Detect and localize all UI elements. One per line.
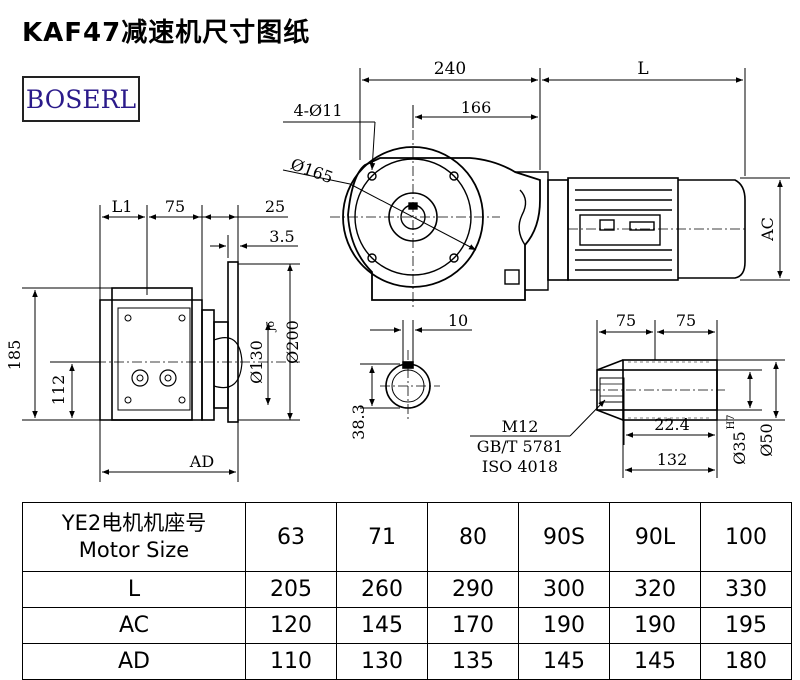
- dim-3-5: 3.5: [269, 227, 294, 246]
- dim-240: 240: [434, 59, 466, 79]
- dim-10: 10: [448, 311, 468, 330]
- size-cell: 90S: [518, 502, 610, 572]
- table-cell: 330: [700, 571, 792, 608]
- table-cell: 190: [609, 607, 701, 644]
- table-row: L 205 260 290 300 320 330: [22, 571, 792, 608]
- table-row: AD 110 130 135 145 145 180: [22, 643, 792, 680]
- table-cell: 120: [245, 607, 337, 644]
- note-m12: M12: [502, 417, 539, 436]
- hollow-shaft-section: [590, 359, 725, 421]
- dim-d200: Ø200: [283, 320, 302, 364]
- shaft-hole-detail: [380, 350, 440, 420]
- shaft-hole-dimensions: [360, 320, 472, 409]
- dim-j6: j6: [264, 321, 277, 333]
- table-cell: 145: [336, 607, 428, 644]
- dim-d50: Ø50: [757, 423, 776, 456]
- dim-ac: AC: [758, 217, 777, 242]
- brand-logo: BOSERL: [22, 76, 140, 122]
- dim-185: 185: [5, 340, 24, 371]
- table-cell: 205: [245, 571, 337, 608]
- table-cell: 180: [700, 643, 792, 680]
- table-cell: 145: [518, 643, 610, 680]
- front-view: [330, 130, 748, 310]
- dim-l-top: L: [637, 59, 648, 79]
- table-cell: 320: [609, 571, 701, 608]
- motor-size-table: YE2电机机座号 Motor Size 63 71 80 90S 90L 100…: [22, 502, 792, 680]
- dim-d165: Ø165: [288, 154, 336, 187]
- front-view-dimensions: [282, 68, 790, 281]
- dim-75-left: 75: [165, 197, 185, 216]
- size-cell: 80: [427, 502, 519, 572]
- dim-166: 166: [461, 98, 492, 117]
- table-cell: 145: [609, 643, 701, 680]
- table-cell: 135: [427, 643, 519, 680]
- header-label-en: Motor Size: [78, 538, 190, 562]
- dim-75-a: 75: [616, 311, 636, 330]
- note-gbt: GB/T 5781: [477, 437, 563, 456]
- dim-112: 112: [49, 375, 68, 406]
- row-label: AD: [22, 643, 246, 680]
- header-label-cell: YE2电机机座号 Motor Size: [22, 502, 246, 572]
- dim-25: 25: [265, 197, 285, 216]
- table-cell: 110: [245, 643, 337, 680]
- table-cell: 130: [336, 643, 428, 680]
- technical-drawing: 240 L 4-Ø11 166 Ø165 AC: [5, 59, 790, 482]
- side-view-dimensions: [22, 205, 300, 482]
- side-view: [60, 261, 300, 423]
- dim-d35: Ø35: [730, 431, 749, 464]
- size-cell: 90L: [609, 502, 701, 572]
- table-cell: 300: [518, 571, 610, 608]
- table-cell: 260: [336, 571, 428, 608]
- dim-h7: H7: [726, 414, 737, 429]
- table-cell: 190: [518, 607, 610, 644]
- size-cell: 100: [700, 502, 792, 572]
- table-cell: 170: [427, 607, 519, 644]
- size-cell: 71: [336, 502, 428, 572]
- table-cell: 195: [700, 607, 792, 644]
- table-cell: 290: [427, 571, 519, 608]
- row-label: AC: [22, 607, 246, 644]
- table-header-row: YE2电机机座号 Motor Size 63 71 80 90S 90L 100: [22, 502, 792, 572]
- dim-ad: AD: [189, 452, 214, 471]
- dim-132: 132: [657, 450, 688, 469]
- header-label-cn: YE2电机机座号: [61, 511, 207, 535]
- size-cell: 63: [245, 502, 337, 572]
- page-title: KAF47减速机尺寸图纸: [22, 18, 311, 48]
- note-iso: ISO 4018: [482, 457, 558, 476]
- dim-d130: Ø130: [247, 340, 266, 384]
- dim-22-4: 22.4: [654, 415, 690, 434]
- dim-75-b: 75: [676, 311, 696, 330]
- dim-bolt-holes: 4-Ø11: [293, 101, 342, 120]
- dim-l1: L1: [112, 197, 133, 216]
- row-label: L: [22, 571, 246, 608]
- dim-38-3: 38.3: [349, 404, 368, 440]
- hollow-shaft-dimensions: [470, 320, 785, 478]
- table-row: AC 120 145 170 190 190 195: [22, 607, 792, 644]
